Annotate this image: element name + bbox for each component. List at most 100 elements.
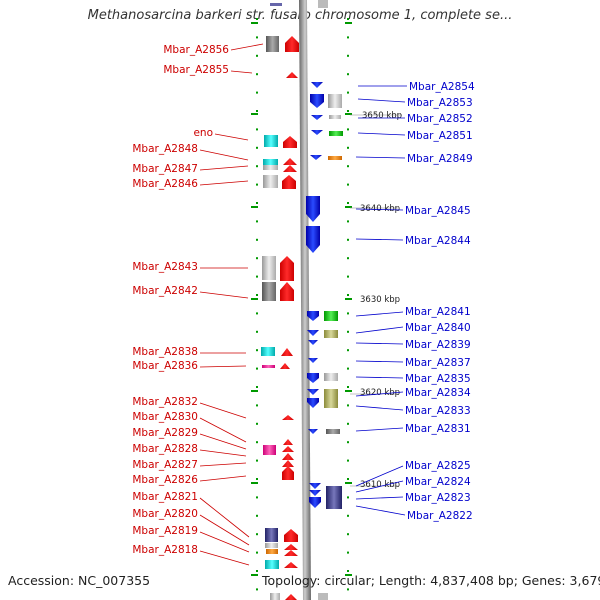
gene-label-mbar-a2854[interactable]: Mbar_A2854 — [409, 81, 475, 93]
scale-label-3640: 3640 kbp — [360, 204, 400, 214]
gene-label-mbar-a2818[interactable]: Mbar_A2818 — [132, 544, 198, 556]
gene-label-mbar-a2835[interactable]: Mbar_A2835 — [405, 373, 471, 385]
tick-mark — [347, 349, 349, 352]
tick-mark — [256, 202, 258, 204]
tick-mark — [256, 367, 258, 370]
gene-label-mbar-a2832[interactable]: Mbar_A2832 — [132, 396, 198, 408]
scale-label-3650: 3650 kbp — [362, 111, 402, 121]
reverse-strand-genes[interactable] — [261, 3, 299, 600]
tick-mark — [347, 459, 349, 462]
gene-label-mbar-a2823[interactable]: Mbar_A2823 — [405, 492, 471, 504]
tick-mark — [347, 386, 349, 388]
tick-mark — [256, 183, 258, 186]
tick-mark — [256, 294, 258, 296]
tick-mark — [347, 294, 349, 296]
tick-mark — [347, 422, 349, 425]
gene-label-mbar-a2819[interactable]: Mbar_A2819 — [132, 525, 198, 537]
tick-mark — [347, 514, 349, 517]
tick-mark — [251, 206, 258, 208]
tick-mark — [256, 165, 258, 168]
gene-label-mbar-a2829[interactable]: Mbar_A2829 — [132, 427, 198, 439]
gene-label-mbar-a2838[interactable]: Mbar_A2838 — [132, 346, 198, 358]
gene-label-mbar-a2843[interactable]: Mbar_A2843 — [132, 261, 198, 273]
gene-label-mbar-a2822[interactable]: Mbar_A2822 — [407, 510, 473, 522]
gene-label-mbar-a2842[interactable]: Mbar_A2842 — [132, 285, 198, 297]
tick-mark — [256, 551, 258, 554]
tick-mark — [347, 533, 349, 536]
gene-label-mbar-a2839[interactable]: Mbar_A2839 — [405, 339, 471, 351]
gene-label-mbar-a2844[interactable]: Mbar_A2844 — [405, 235, 471, 247]
gene-label-mbar-a2837[interactable]: Mbar_A2837 — [405, 357, 471, 369]
gene-label-eno[interactable]: eno — [193, 127, 213, 139]
right-gene-labels[interactable]: Mbar_A2854 Mbar_A2853 Mbar_A2852 Mbar_A2… — [355, 81, 475, 522]
tick-mark — [345, 574, 352, 576]
gene-label-mbar-a2826[interactable]: Mbar_A2826 — [132, 474, 198, 486]
tick-mark — [347, 496, 349, 499]
tick-mark — [256, 110, 258, 112]
gene-label-mbar-a2855[interactable]: Mbar_A2855 — [163, 64, 229, 76]
gene-label-mbar-a2847[interactable]: Mbar_A2847 — [132, 163, 198, 175]
tick-mark — [347, 183, 349, 186]
gene-label-mbar-a2846[interactable]: Mbar_A2846 — [132, 178, 198, 190]
tick-mark — [256, 459, 258, 462]
tick-mark — [347, 220, 349, 223]
tick-mark — [347, 441, 349, 444]
tick-mark — [347, 128, 349, 131]
gene-label-mbar-a2833[interactable]: Mbar_A2833 — [405, 405, 471, 417]
tick-mark — [256, 312, 258, 315]
tick-mark — [251, 482, 258, 484]
tick-mark — [256, 514, 258, 517]
tick-mark — [347, 312, 349, 315]
tick-mark — [347, 110, 349, 112]
tick-mark — [251, 298, 258, 300]
tick-mark — [251, 390, 258, 392]
tick-mark — [347, 588, 349, 591]
gene-label-mbar-a2848[interactable]: Mbar_A2848 — [132, 143, 198, 155]
tick-mark — [347, 330, 349, 333]
tick-mark — [347, 165, 349, 168]
tick-mark — [345, 298, 352, 300]
tick-mark — [256, 146, 258, 149]
tick-mark — [256, 275, 258, 278]
tick-mark — [347, 404, 349, 407]
gene-label-mbar-a2824[interactable]: Mbar_A2824 — [405, 476, 471, 488]
gene-label-mbar-a2849[interactable]: Mbar_A2849 — [407, 153, 473, 165]
tick-mark — [347, 238, 349, 241]
tick-mark — [256, 330, 258, 333]
gene-label-mbar-a2825[interactable]: Mbar_A2825 — [405, 460, 471, 472]
tick-mark — [251, 574, 258, 576]
gene-label-mbar-a2821[interactable]: Mbar_A2821 — [132, 491, 198, 503]
left-gene-labels[interactable]: Mbar_A2856 Mbar_A2855 eno Mbar_A2848 Mba… — [132, 43, 264, 566]
gene-label-mbar-a2820[interactable]: Mbar_A2820 — [132, 508, 198, 520]
tick-mark — [345, 22, 352, 24]
tick-mark — [256, 54, 258, 57]
gene-label-mbar-a2840[interactable]: Mbar_A2840 — [405, 322, 471, 334]
tick-mark — [256, 386, 258, 388]
gene-label-mbar-a2853[interactable]: Mbar_A2853 — [407, 97, 473, 109]
gene-label-mbar-a2851[interactable]: Mbar_A2851 — [407, 130, 473, 142]
tick-mark — [347, 275, 349, 278]
tick-mark — [256, 533, 258, 536]
tick-mark — [256, 422, 258, 425]
gene-label-mbar-a2841[interactable]: Mbar_A2841 — [405, 306, 471, 318]
tick-mark — [347, 146, 349, 149]
gene-label-mbar-a2845[interactable]: Mbar_A2845 — [405, 205, 471, 217]
gene-label-mbar-a2828[interactable]: Mbar_A2828 — [132, 443, 198, 455]
gene-label-mbar-a2830[interactable]: Mbar_A2830 — [132, 411, 198, 423]
tick-mark — [256, 441, 258, 444]
tick-mark — [256, 570, 258, 572]
scale-labels: 3650 kbp 3640 kbp 3630 kbp 3620 kbp 3610… — [350, 111, 402, 490]
tick-mark — [345, 206, 352, 208]
gene-label-mbar-a2836[interactable]: Mbar_A2836 — [132, 360, 198, 372]
forward-strand-genes[interactable] — [306, 0, 343, 600]
tick-mark — [347, 367, 349, 370]
tick-mark — [256, 238, 258, 241]
gene-label-mbar-a2852[interactable]: Mbar_A2852 — [407, 113, 473, 125]
gene-label-mbar-a2827[interactable]: Mbar_A2827 — [132, 459, 198, 471]
gene-label-mbar-a2856[interactable]: Mbar_A2856 — [163, 44, 229, 56]
tick-mark — [347, 36, 349, 39]
gene-label-mbar-a2831[interactable]: Mbar_A2831 — [405, 423, 471, 435]
tick-mark — [347, 551, 349, 554]
gene-label-mbar-a2834[interactable]: Mbar_A2834 — [405, 387, 471, 399]
